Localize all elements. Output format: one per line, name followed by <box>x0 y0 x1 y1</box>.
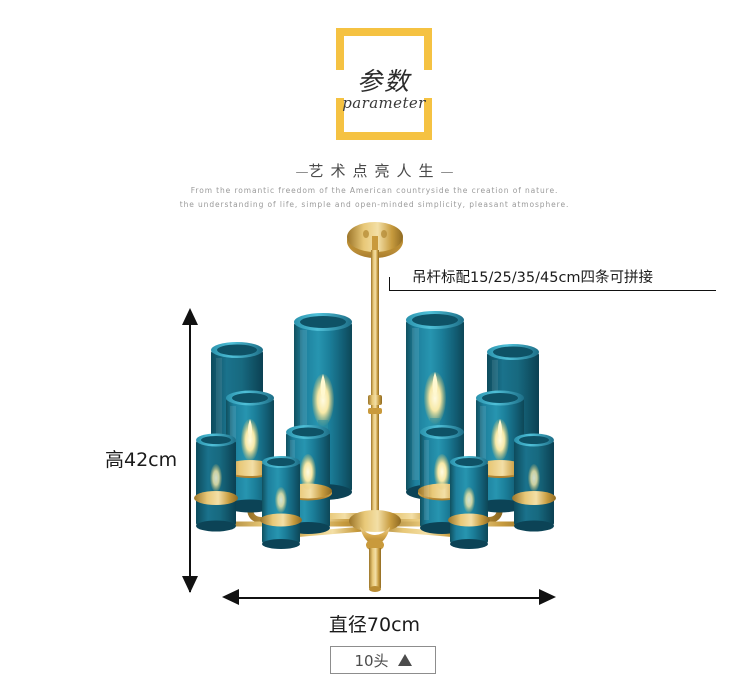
triangle-up-icon <box>397 654 412 666</box>
height-arrow-down-icon <box>182 576 198 593</box>
shade-group-front <box>194 390 556 549</box>
rod-annotation-line <box>390 290 716 291</box>
height-label: 高42cm <box>105 449 178 471</box>
diameter-label: 直径70cm <box>328 614 421 636</box>
bulb-group-front <box>210 419 540 513</box>
tagline-text: 艺术点亮人生 <box>308 162 441 180</box>
header-title-cn: 参数 <box>356 67 411 96</box>
bracket-corner-bottom-left <box>336 98 386 140</box>
arm-group <box>213 459 537 538</box>
heads-count-label: 10头 <box>354 651 389 670</box>
rod-annotation-label: 吊杆标配15/25/35/45cm四条可拼接 <box>412 270 654 286</box>
header-bracket-frame: 参数 parameter <box>336 28 432 140</box>
center-hub <box>349 510 401 592</box>
tagline: —艺术点亮人生— <box>0 160 749 181</box>
height-dimension-line <box>189 322 191 592</box>
tagline-sub-line-1: From the romantic freedom of the America… <box>190 186 559 195</box>
shade-group-back <box>211 311 539 509</box>
heads-count-badge[interactable]: 10头 <box>330 646 436 674</box>
bracket-corner-bottom-right <box>382 98 432 140</box>
diameter-arrow-right-icon <box>539 589 556 605</box>
tagline-dash-right: — <box>440 165 454 180</box>
tagline-sub-line-2: the understanding of life, simple and op… <box>179 200 570 209</box>
diameter-dimension-line <box>228 597 550 599</box>
rod-annotation-tick <box>389 277 390 291</box>
header-title-en: parameter <box>342 94 426 112</box>
suspension-rod <box>371 250 379 512</box>
bracket-corner-top-right <box>382 28 432 70</box>
tagline-dash-left: — <box>295 165 309 180</box>
bulb-group-back <box>228 372 522 480</box>
bracket-corner-top-left <box>336 28 386 70</box>
height-arrow-up-icon <box>182 308 198 325</box>
ceiling-canopy <box>347 222 403 258</box>
